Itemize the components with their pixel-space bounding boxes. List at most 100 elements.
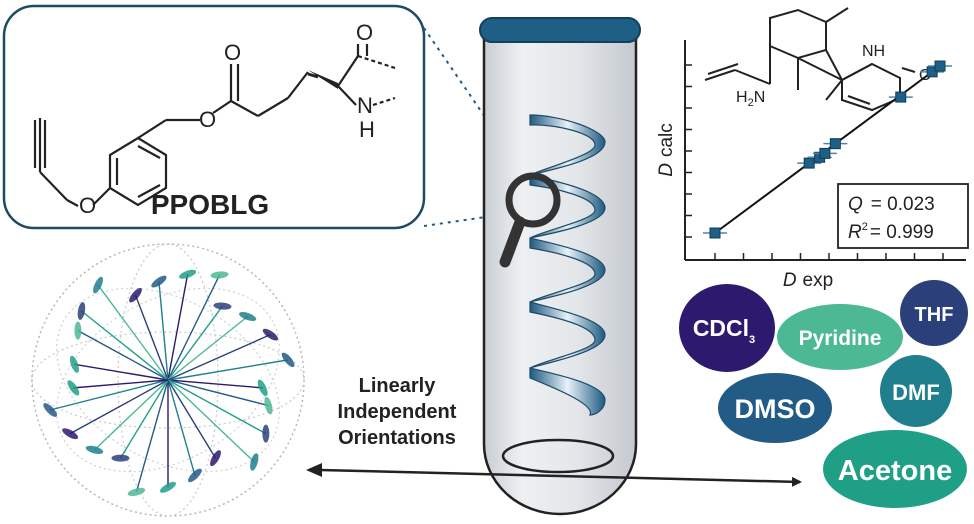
ppoblg-structure-panel: O O O O N H PPOBLG [2,4,426,230]
arrow-head-left [306,463,322,477]
orientation-vectors [43,269,295,497]
orientation-cluster [262,328,279,341]
magnifier-lens [505,172,561,228]
orientations-label: Linearly Independent Orientations [338,375,457,449]
orientation-ray [167,379,269,407]
solvent-dmf [880,355,952,427]
solvent-cdcl3-label: CDCl3 [693,315,755,346]
orientation-ray [167,379,263,389]
orientation-ray [167,274,221,381]
orientation-cluster [210,450,221,467]
orientation-cluster [250,453,259,471]
magnifier-handle [499,216,526,268]
orientation-cluster [77,302,86,320]
double-arrow-line [319,468,802,487]
data-point [934,60,946,72]
orientation-ray [167,315,249,381]
data-point [829,138,841,150]
orientation-cluster [257,379,268,397]
orientation-ray [167,379,255,463]
orientation-cluster [188,468,202,483]
solvent-dmf-label: DMF [892,380,940,405]
orientation-ray [167,359,289,381]
orientation-cluster [210,271,229,279]
orientation-cluster [43,403,57,417]
stats-box [837,183,969,249]
axis-ticks [685,64,944,260]
solvent-bubbles: CDCl3 Pyridine THF DMF DMSO Acetone [679,280,968,508]
atom-o-carbonyl: O [224,40,241,65]
orientation-ray [97,284,169,381]
orientation-cluster [62,428,79,440]
orientation-ray [73,379,169,389]
orientation-ray [167,379,196,476]
orientation-cluster [67,380,80,396]
data-point [803,157,815,169]
tube-bottom-ring [501,438,615,474]
orientation-ray [135,379,169,493]
molecule-nh: NH [862,43,885,60]
orientation-cluster [129,287,142,303]
orientation-cluster [127,487,146,497]
tube-cap [479,17,641,43]
orientation-ray [93,379,169,451]
orientation-cluster [93,276,103,294]
atom-h-amide: H [359,117,375,142]
solvent-cdcl3 [679,284,775,372]
data-point [895,91,907,103]
sphere-meridian [117,243,219,517]
molecule-inset [704,7,916,112]
orientation-ray [81,310,169,381]
stat-r2: R2= 0.999 [848,221,934,243]
polymer-name: PPOBLG [151,189,269,220]
orientation-cluster [151,275,167,288]
data-point [709,227,721,239]
wedge-bond-base [307,72,319,79]
solvent-thf-label: THF [915,304,954,326]
sphere-ring-b [56,287,280,473]
orientation-cluster [179,269,197,279]
orientation-cluster [111,454,130,462]
solvent-pyridine-label: Pyridine [799,327,882,350]
orientations-line-1: Linearly [359,375,437,397]
orientation-ray [167,274,189,381]
solvent-acetone [823,430,967,508]
orientation-sphere [31,243,305,517]
solvent-thf [900,280,968,346]
solvent-acetone-label: Acetone [838,455,952,487]
orientation-ray [134,294,169,381]
sphere-ring-a [56,287,280,473]
orientation-cluster [85,445,104,454]
data-point [819,147,831,159]
orientations-line-3: Orientations [338,427,456,449]
orientation-cluster [264,396,273,415]
orientation-ray [167,305,224,381]
nmr-tube [479,17,641,516]
data-points [703,60,952,239]
orientation-cluster [262,424,270,443]
stat-q: Q= 0.023 [848,194,935,215]
orientations-line-2: Independent [338,401,457,423]
atom-o-ester: O [199,107,216,132]
orientation-cluster [74,321,82,340]
orientation-cluster [69,355,79,373]
orientation-cluster [239,311,257,321]
y-axis-label: Dcalc [656,123,677,177]
atom-o-ether: O [79,193,96,218]
data-point [926,66,938,78]
molecule-h2n: H2N [736,89,765,109]
orientation-ray [74,363,169,381]
atom-n-amide: N [357,93,373,118]
orientation-ray [167,379,267,435]
tube-body [482,32,638,516]
orientation-ray [49,379,169,411]
orientation-cluster [213,302,232,310]
orientation-ray [167,379,217,459]
orientation-ray [77,329,169,381]
solvent-pyridine [777,304,903,370]
ppoblg-skeleton [33,44,396,207]
sphere-equator [31,331,305,429]
